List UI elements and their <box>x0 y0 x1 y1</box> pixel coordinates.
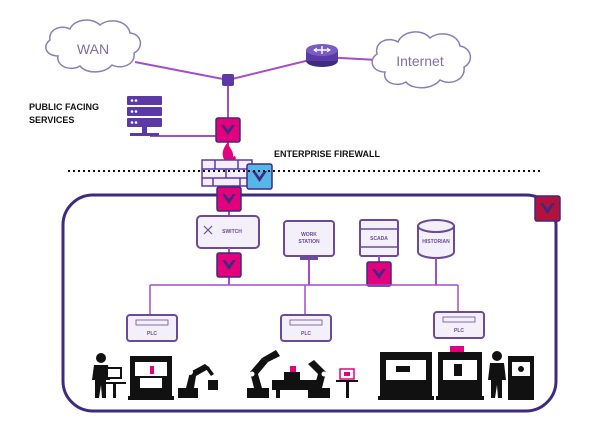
chevron-down-icon <box>372 269 386 279</box>
wan-cloud-icon <box>45 19 142 73</box>
security-shield-scada <box>366 261 392 287</box>
enterprise-firewall-label: ENTERPRISE FIREWALL <box>274 149 381 159</box>
plc-right-device <box>433 311 485 339</box>
machine-icon <box>128 356 174 400</box>
factory-cell-left <box>92 353 218 400</box>
workstation-device <box>283 220 335 260</box>
router-icon <box>306 44 338 67</box>
laptop-icon <box>336 368 358 398</box>
workstation-label-line1: WORK <box>301 232 317 238</box>
hub-node <box>222 74 234 86</box>
chevron-down-icon <box>540 203 555 214</box>
server-rack-icon <box>127 96 162 136</box>
wan-label: WAN <box>77 41 109 57</box>
chevron-down-icon <box>221 125 235 135</box>
historian-label: HISTORIAN <box>422 239 450 245</box>
machine-icon <box>436 346 484 400</box>
plc-left-label: PLC <box>147 331 157 337</box>
security-shield-top <box>215 117 241 143</box>
ot-zone-boundary <box>61 193 558 413</box>
scada-server <box>359 219 399 257</box>
switch-cross-icon <box>203 225 213 235</box>
security-shield-mid <box>216 186 242 212</box>
plc-left-device <box>126 314 178 342</box>
scada-label: SCADA <box>370 236 388 242</box>
wan-link <box>134 61 229 81</box>
worker-icon <box>92 353 110 398</box>
workstation-label-line2: STATION <box>298 239 320 245</box>
worker-icon <box>488 351 506 398</box>
public-facing-label-line1: PUBLIC FACING <box>29 102 99 112</box>
internet-label: Internet <box>396 53 444 69</box>
security-shield-low <box>216 252 242 278</box>
robot-arm-icon <box>178 364 218 398</box>
internet-cloud-icon <box>371 31 472 89</box>
plc-middle-device <box>280 314 332 342</box>
brick-firewall-icon <box>201 142 253 187</box>
chevron-down-icon <box>222 194 236 204</box>
plc-right-label: PLC <box>454 328 464 334</box>
chevron-down-icon <box>252 171 267 182</box>
security-shield-blue <box>246 163 273 190</box>
factory-cell-right <box>378 346 534 400</box>
public-facing-label-line2: SERVICES <box>29 115 74 125</box>
machine-icon <box>508 356 534 400</box>
switch-label: SWITCH <box>222 229 242 235</box>
robot-arm-icon <box>308 360 330 398</box>
factory-cell-middle <box>247 350 358 398</box>
chevron-down-icon <box>222 260 236 270</box>
machine-icon <box>378 352 434 400</box>
robot-arm-icon <box>247 350 280 398</box>
plc-middle-label: PLC <box>301 331 311 337</box>
computer-terminal-icon <box>104 367 126 398</box>
security-shield-red <box>534 195 561 222</box>
